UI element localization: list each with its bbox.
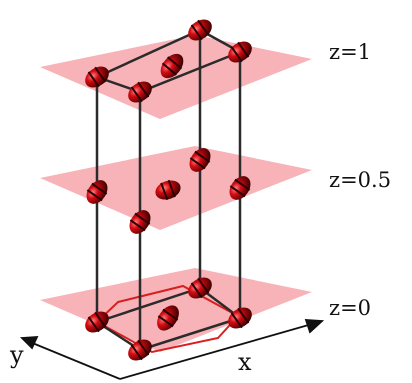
- atom: [155, 179, 181, 201]
- atom: [85, 311, 109, 333]
- atom: [160, 53, 184, 79]
- atom: [188, 19, 212, 41]
- plane-label-z0: z=0: [329, 296, 372, 320]
- y-axis-label: y: [10, 341, 24, 369]
- atom: [228, 307, 252, 329]
- atom: [228, 41, 252, 63]
- atom: [85, 66, 109, 88]
- atom: [86, 180, 108, 204]
- atom: [188, 277, 212, 299]
- plane-label-z05: z=0.5: [329, 168, 392, 192]
- atom: [229, 176, 251, 200]
- atom: [128, 81, 152, 103]
- plane-label-z1: z=1: [329, 40, 372, 64]
- atom: [128, 339, 152, 361]
- atom: [189, 148, 211, 172]
- atom: [129, 210, 151, 234]
- atoms: [85, 19, 252, 361]
- atom: [157, 305, 179, 331]
- axes: [19, 319, 325, 380]
- x-axis-label: x: [238, 348, 252, 376]
